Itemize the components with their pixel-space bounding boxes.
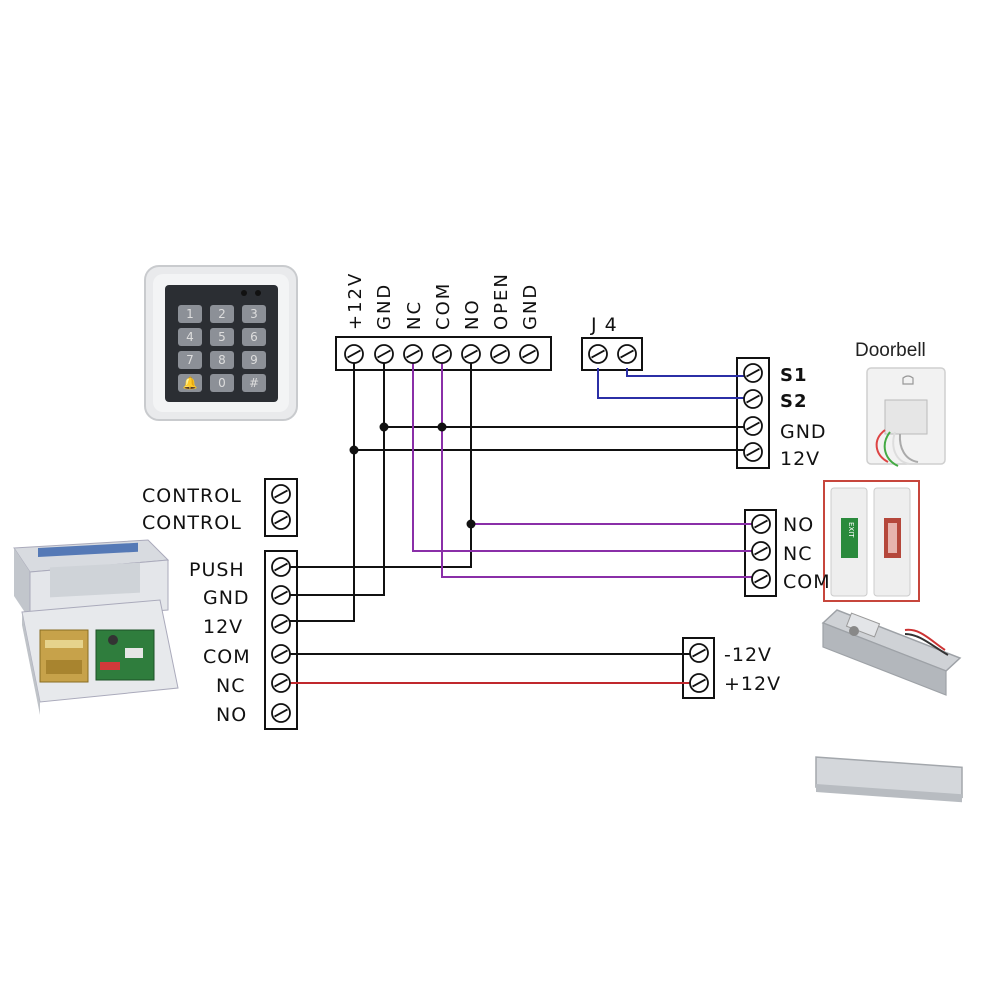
screw-terminal: [271, 510, 291, 530]
doorbell-device: [866, 367, 946, 467]
wire-j4-s2: [597, 368, 750, 399]
lock-label-plus12v: +12V: [724, 673, 781, 695]
screw-terminal: [689, 673, 709, 693]
wire-exit-nc: [412, 363, 760, 552]
exit-label-nc: NC: [783, 543, 812, 565]
screw-terminal: [271, 614, 291, 634]
psu-label-no: NO: [216, 704, 247, 726]
terminal-label-open: OPEN: [491, 272, 512, 330]
screw-terminal: [588, 344, 608, 364]
doorbell-title: Doorbell: [855, 340, 926, 361]
key-label: 4: [186, 330, 194, 344]
screw-terminal: [490, 344, 510, 364]
screw-terminal: [271, 585, 291, 605]
psu-label-12v: 12V: [203, 616, 243, 638]
exit-label-com: COM: [783, 571, 831, 593]
control-label-1: CONTROL: [142, 485, 242, 507]
psu-label-gnd: GND: [203, 587, 250, 609]
screw-terminal: [271, 644, 291, 664]
terminal-label-no: NO: [462, 298, 483, 330]
exit-button-text: EXIT: [847, 522, 855, 538]
psu-label-com: COM: [203, 646, 251, 668]
screw-terminal: [271, 673, 291, 693]
key-label: 2: [218, 307, 226, 321]
screw-terminal: [271, 557, 291, 577]
wire-gnd: [290, 363, 385, 596]
screw-terminal: [743, 363, 763, 383]
wire-j4-s1: [626, 368, 750, 377]
screw-terminal: [743, 442, 763, 462]
screw-terminal: [689, 643, 709, 663]
key-label: 9: [250, 353, 258, 367]
key-label: 3: [250, 307, 258, 321]
key-label: #: [249, 376, 259, 390]
screw-terminal: [344, 344, 364, 364]
doorbell-label-s1: S1: [780, 365, 808, 386]
keypad-device: 1 2 3 4 5 6 7 8 9 🔔 0 #: [144, 265, 298, 421]
key-label: 5: [218, 330, 226, 344]
wire-push: [290, 363, 472, 568]
screw-terminal: [751, 569, 771, 589]
terminal-label-gnd: GND: [374, 283, 395, 330]
screw-terminal: [271, 703, 291, 723]
control-label-2: CONTROL: [142, 512, 242, 534]
doorbell-label-s2: S2: [780, 391, 808, 412]
electric-bolt-lock: [821, 609, 962, 696]
doorbell-label-12v: 12V: [780, 448, 820, 470]
psu-label-nc: NC: [216, 675, 245, 697]
j4-label: J 4: [590, 314, 618, 336]
key-label: 7: [186, 353, 194, 367]
key-label: 0: [218, 376, 226, 390]
screw-terminal: [743, 416, 763, 436]
key-label: 8: [218, 353, 226, 367]
screw-overlay: [271, 344, 771, 723]
screw-terminal: [751, 541, 771, 561]
screw-terminal: [271, 484, 291, 504]
magnetic-lock: [815, 756, 963, 803]
key-label: 1: [186, 307, 194, 321]
key-label: 6: [250, 330, 258, 344]
keypad-keys: 1 2 3 4 5 6 7 8 9 🔔 0 #: [178, 305, 266, 392]
screw-terminal: [519, 344, 539, 364]
key-label: 🔔: [183, 376, 198, 390]
exit-button-device: EXIT: [823, 480, 920, 602]
screw-terminal: [617, 344, 637, 364]
doorbell-label-gnd: GND: [780, 421, 827, 443]
screw-terminal: [743, 389, 763, 409]
power-supply-device: [13, 539, 179, 715]
lock-label-minus12v: -12V: [724, 644, 772, 666]
psu-label-push: PUSH: [189, 559, 245, 581]
screw-terminal: [374, 344, 394, 364]
screw-terminal: [432, 344, 452, 364]
wires: [290, 363, 760, 684]
junction-dots: [349, 422, 476, 529]
screw-terminal: [403, 344, 423, 364]
wire-exit-com: [441, 363, 760, 578]
terminal-label-plus12v: +12V: [345, 272, 366, 330]
psu-terminal-block: [264, 550, 298, 730]
wire-12v: [290, 363, 355, 622]
exit-label-no: NO: [783, 514, 814, 536]
terminal-label-com: COM: [433, 282, 454, 330]
terminal-label-gnd-2: GND: [520, 283, 541, 330]
screw-terminal: [461, 344, 481, 364]
screw-terminal: [751, 514, 771, 534]
top-terminal-labels: +12V GND NC COM NO OPEN GND: [345, 272, 541, 330]
terminal-label-nc: NC: [404, 300, 425, 330]
